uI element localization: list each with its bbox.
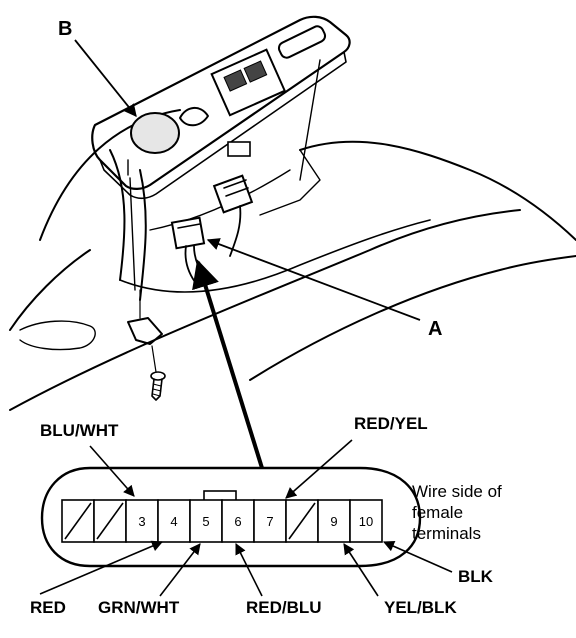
terminal-cavity: 10 — [349, 499, 383, 543]
terminal-cavity: 7 — [253, 499, 287, 543]
terminal-cavity-empty — [61, 499, 95, 543]
connector-note-line-3: terminals — [412, 524, 481, 543]
mirror-knob — [130, 112, 180, 154]
wire-label-yel-blk: YEL/BLK — [384, 598, 457, 617]
retaining-clip — [127, 317, 163, 345]
master-switch-assembly — [91, 15, 351, 291]
leader-blu-wht — [89, 445, 135, 497]
screw-icon — [150, 371, 166, 401]
connector-face: 3 4 5 6 7 9 10 — [40, 466, 422, 568]
window-switch-lower — [243, 60, 268, 83]
connector-note-line-1: Wire side of — [412, 482, 502, 501]
terminal-cavity-empty — [285, 499, 319, 543]
terminal-cavity: 6 — [221, 499, 255, 543]
terminal-cavity: 4 — [157, 499, 191, 543]
terminal-cavity: 5 — [189, 499, 223, 543]
connector-view-arrow — [192, 259, 264, 469]
blank-cavity-mark — [288, 502, 316, 540]
callout-a-label: A — [428, 318, 442, 340]
callout-b-leader — [74, 39, 137, 117]
terminal-number: 7 — [266, 514, 273, 529]
wire-label-blu-wht: BLU/WHT — [40, 421, 119, 440]
mirror-selector — [179, 107, 209, 127]
wire-label-grn-wht: GRN/WHT — [98, 598, 180, 617]
leader-yel-blk — [343, 543, 379, 597]
blank-cavity-mark — [64, 502, 92, 540]
callout-a-leader — [206, 238, 421, 321]
leader-red — [39, 540, 164, 595]
wire-label-red-blu: RED/BLU — [246, 598, 322, 617]
terminal-cavity-empty — [93, 499, 127, 543]
leader-grn-wht — [159, 543, 201, 597]
terminal-number: 9 — [330, 514, 337, 529]
connector-note-line-2: female — [412, 503, 463, 522]
switch-connector-tab — [227, 141, 251, 157]
window-switch-block — [210, 48, 287, 117]
terminal-number: 5 — [202, 514, 209, 529]
window-switch-upper — [223, 69, 248, 92]
terminal-cavity: 9 — [317, 499, 351, 543]
terminal-number: 4 — [170, 514, 177, 529]
terminal-number: 3 — [138, 514, 145, 529]
lock-switch — [277, 25, 327, 59]
leader-red-yel — [285, 439, 353, 499]
wire-label-red: RED — [30, 598, 66, 617]
terminal-row: 3 4 5 6 7 9 10 — [61, 499, 383, 543]
wire-label-blk: BLK — [458, 567, 494, 586]
leader-red-blu — [235, 542, 263, 597]
callout-b-label: B — [58, 18, 72, 40]
terminal-number: 10 — [359, 514, 373, 529]
connector-housing — [40, 466, 422, 568]
door-panel-drawing — [9, 109, 576, 411]
terminal-number: 6 — [234, 514, 241, 529]
harness-connectors — [170, 174, 254, 283]
leader-blk — [382, 540, 453, 573]
clip-and-screw — [127, 289, 166, 401]
connector-a — [170, 216, 206, 250]
terminal-cavity: 3 — [125, 499, 159, 543]
wire-label-red-yel: RED/YEL — [354, 414, 428, 433]
blank-cavity-mark — [96, 502, 124, 540]
